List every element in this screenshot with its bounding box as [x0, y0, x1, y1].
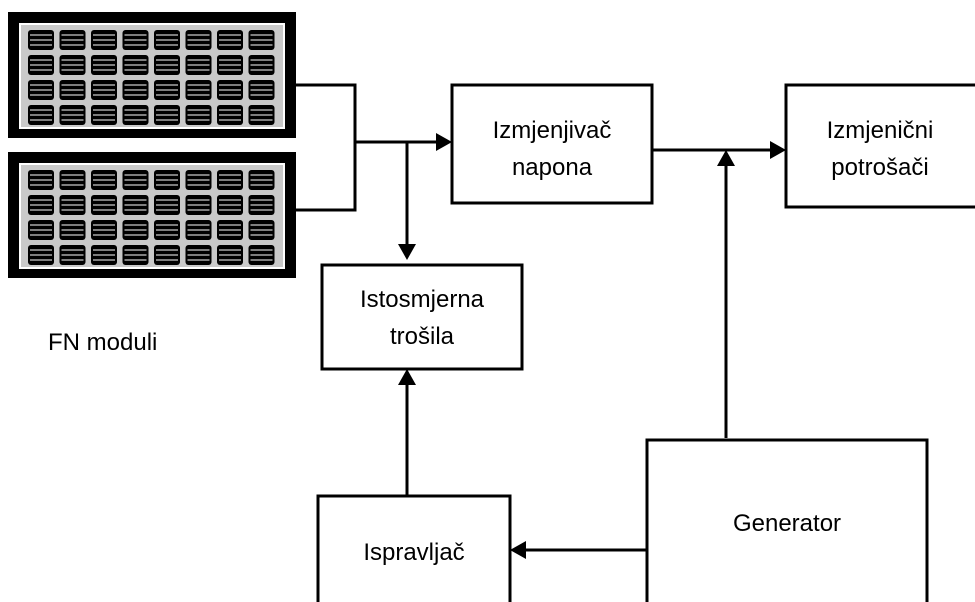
arrow-to-dc-loads	[398, 244, 416, 260]
pv-module-2	[8, 152, 296, 278]
generator-label: Generator	[733, 510, 841, 537]
rectifier-label: Ispravljač	[363, 539, 464, 566]
generator-box	[645, 438, 929, 602]
ac-loads-box	[784, 83, 975, 209]
inverter-label-line2: napona	[512, 154, 593, 181]
arrow-generator-to-ac	[717, 150, 735, 166]
rectifier-box	[316, 494, 512, 602]
dc-loads-label-line2: trošila	[390, 323, 455, 350]
panel-wires	[296, 83, 452, 260]
ac-loads-label-line2: potrošači	[831, 154, 928, 181]
pv-module-1	[8, 12, 296, 138]
inverter-label-line1: Izmjenjivač	[493, 117, 612, 144]
arrow-to-ac-loads	[770, 141, 786, 159]
dc-loads-box	[320, 263, 524, 371]
arrow-to-inverter	[436, 133, 452, 151]
inverter-box	[450, 83, 654, 205]
dc-loads-label-line1: Istosmjerna	[360, 286, 485, 313]
ac-loads-label-line1: Izmjenični	[827, 117, 934, 144]
arrow-to-rectifier	[510, 541, 526, 559]
pv-modules-label: FN moduli	[48, 329, 157, 356]
arrow-to-dc-loads-from-rectifier	[398, 369, 416, 385]
